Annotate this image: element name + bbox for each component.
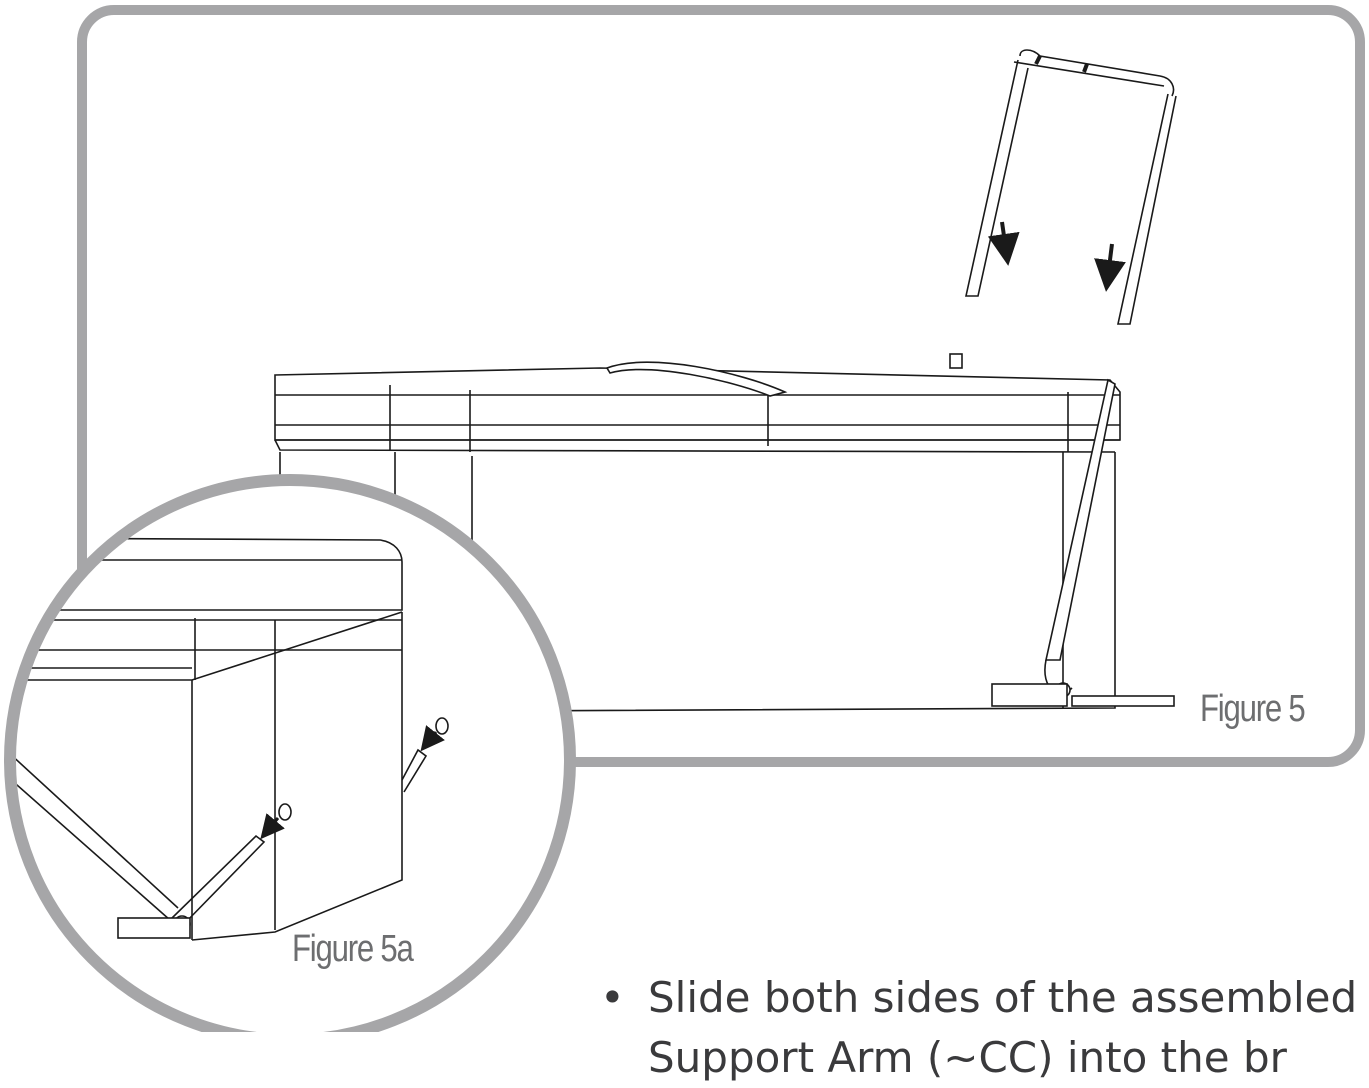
- instruction-line-1: • Slide both sides of the assembled: [600, 968, 1357, 1028]
- instruction-line-2-text: Support Arm (~CC) into the br: [648, 1033, 1287, 1082]
- instruction-line-1-text: Slide both sides of the assembled: [648, 973, 1358, 1022]
- figure-5a-inset: [10, 480, 570, 1032]
- support-arm-drawing: [965, 49, 1177, 325]
- bullet-point: •: [600, 973, 625, 1022]
- instruction-line-2: Support Arm (~CC) into the br: [600, 1028, 1357, 1088]
- instruction-text: • Slide both sides of the assembled Suppo…: [600, 968, 1357, 1088]
- figure-5a-caption: Figure 5a: [292, 928, 414, 970]
- instruction-page: Figure 5 Figure 5a • Slide both sides of …: [4, 5, 1365, 1082]
- inset-ring: [4, 474, 576, 1032]
- figure-5-frame: [77, 5, 1365, 767]
- figure-5-caption: Figure 5: [1200, 688, 1306, 730]
- assembly-illustration: [4, 5, 1365, 1032]
